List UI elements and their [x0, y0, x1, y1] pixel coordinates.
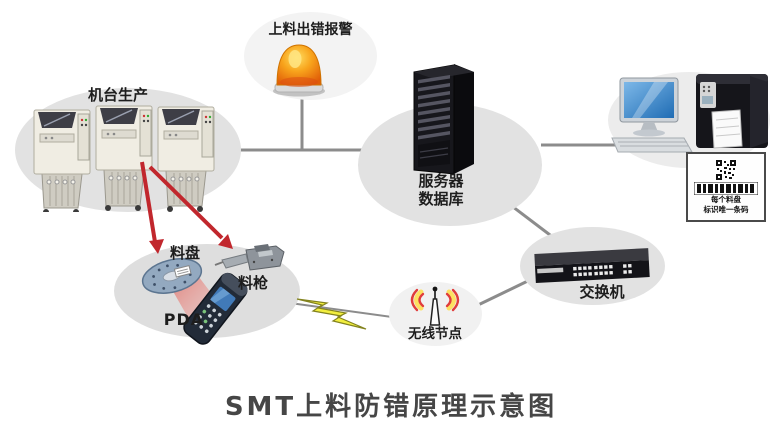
pda-label: PDA: [163, 310, 205, 329]
alarm-beacon-icon: [273, 44, 325, 97]
switch-label: 交换机: [579, 283, 625, 301]
switch-icon: [534, 248, 650, 284]
server-rack-icon: [413, 64, 474, 175]
workstation-image: [611, 74, 768, 153]
gun-label: 料枪: [237, 274, 268, 292]
wireless-label: 无线节点: [408, 326, 462, 342]
antenna-icon: [410, 286, 460, 326]
monitor-icon: [619, 77, 679, 137]
barcode-card: 每个料盘 标识唯一条码: [686, 152, 766, 222]
red-arrow-tray: [140, 161, 164, 254]
card-text-line2: 标识唯一条码: [703, 205, 749, 214]
pda-scanner-image: [141, 258, 248, 345]
reel-icon: [141, 258, 203, 294]
tray-label: 料盘: [169, 244, 200, 262]
smt-machines-image: [33, 105, 215, 212]
diagram-title: SMT上料防错原理示意图: [224, 392, 558, 422]
qr-code-icon: [715, 159, 737, 182]
red-arrow-gun: [148, 165, 233, 249]
server-label-line1: 服务器: [418, 172, 464, 190]
lightning-bolt-icon: [296, 298, 367, 330]
server-label: 服务器 数据库: [398, 172, 484, 208]
printer-icon: [696, 74, 768, 149]
card-text-line1: 每个料盘: [711, 195, 741, 205]
barcode-icon: [694, 182, 758, 196]
alarm-label: 上料出错报警: [268, 22, 353, 38]
feeder-gun-icon: [214, 244, 285, 271]
pda-icon: [183, 272, 248, 345]
server-label-line2: 数据库: [418, 190, 464, 208]
machine-label: 机台生产: [87, 86, 148, 104]
